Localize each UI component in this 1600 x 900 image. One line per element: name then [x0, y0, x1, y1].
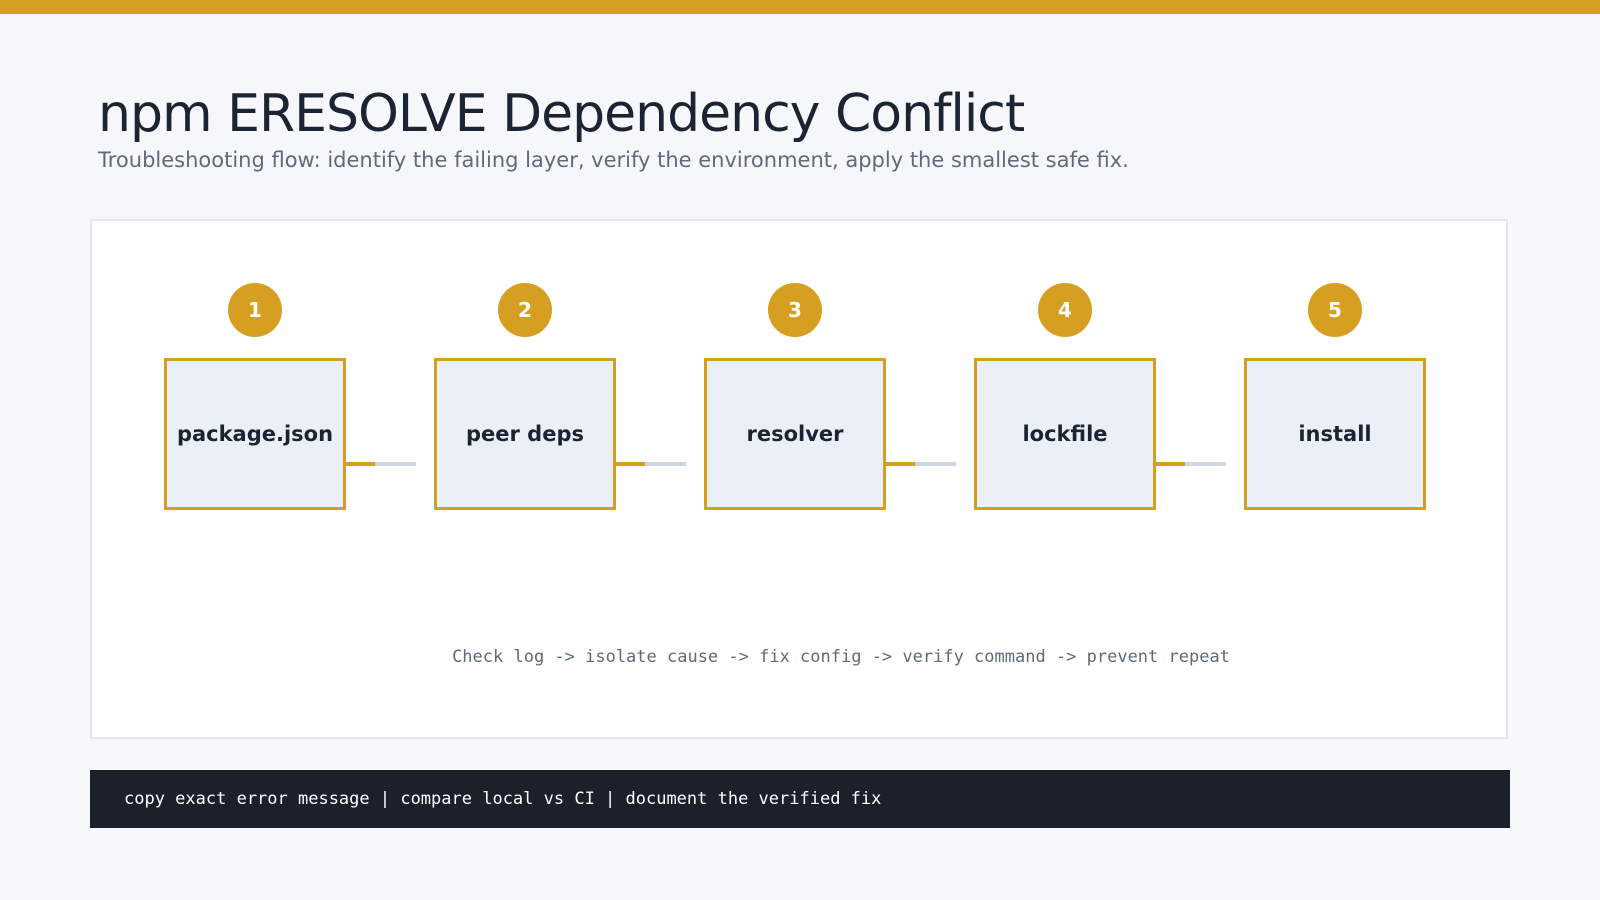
- connector-2-3-fill: [615, 462, 645, 466]
- top-accent-bar: [0, 0, 1600, 14]
- flow-summary: Check log -> isolate cause -> fix config…: [452, 647, 1230, 667]
- step-5-box: install: [1244, 358, 1426, 510]
- connector-4-5: [1155, 462, 1226, 466]
- connector-2-3: [615, 462, 686, 466]
- connector-3-4: [885, 462, 956, 466]
- step-3-badge: 3: [768, 283, 822, 337]
- page-title: npm ERESOLVE Dependency Conflict: [98, 84, 1025, 144]
- step-3-box: resolver: [704, 358, 886, 510]
- step-4-box: lockfile: [974, 358, 1156, 510]
- connector-3-4-fill: [885, 462, 915, 466]
- footer-command-bar: copy exact error message | compare local…: [90, 770, 1510, 828]
- step-2-badge: 2: [498, 283, 552, 337]
- connector-1-2: [345, 462, 416, 466]
- connector-4-5-fill: [1155, 462, 1185, 466]
- footer-text: copy exact error message | compare local…: [124, 789, 882, 809]
- step-2-box: peer deps: [434, 358, 616, 510]
- step-1-box: package.json: [164, 358, 346, 510]
- step-1-badge: 1: [228, 283, 282, 337]
- step-4-badge: 4: [1038, 283, 1092, 337]
- step-5-badge: 5: [1308, 283, 1362, 337]
- connector-1-2-fill: [345, 462, 375, 466]
- page-subtitle: Troubleshooting flow: identify the faili…: [98, 148, 1129, 172]
